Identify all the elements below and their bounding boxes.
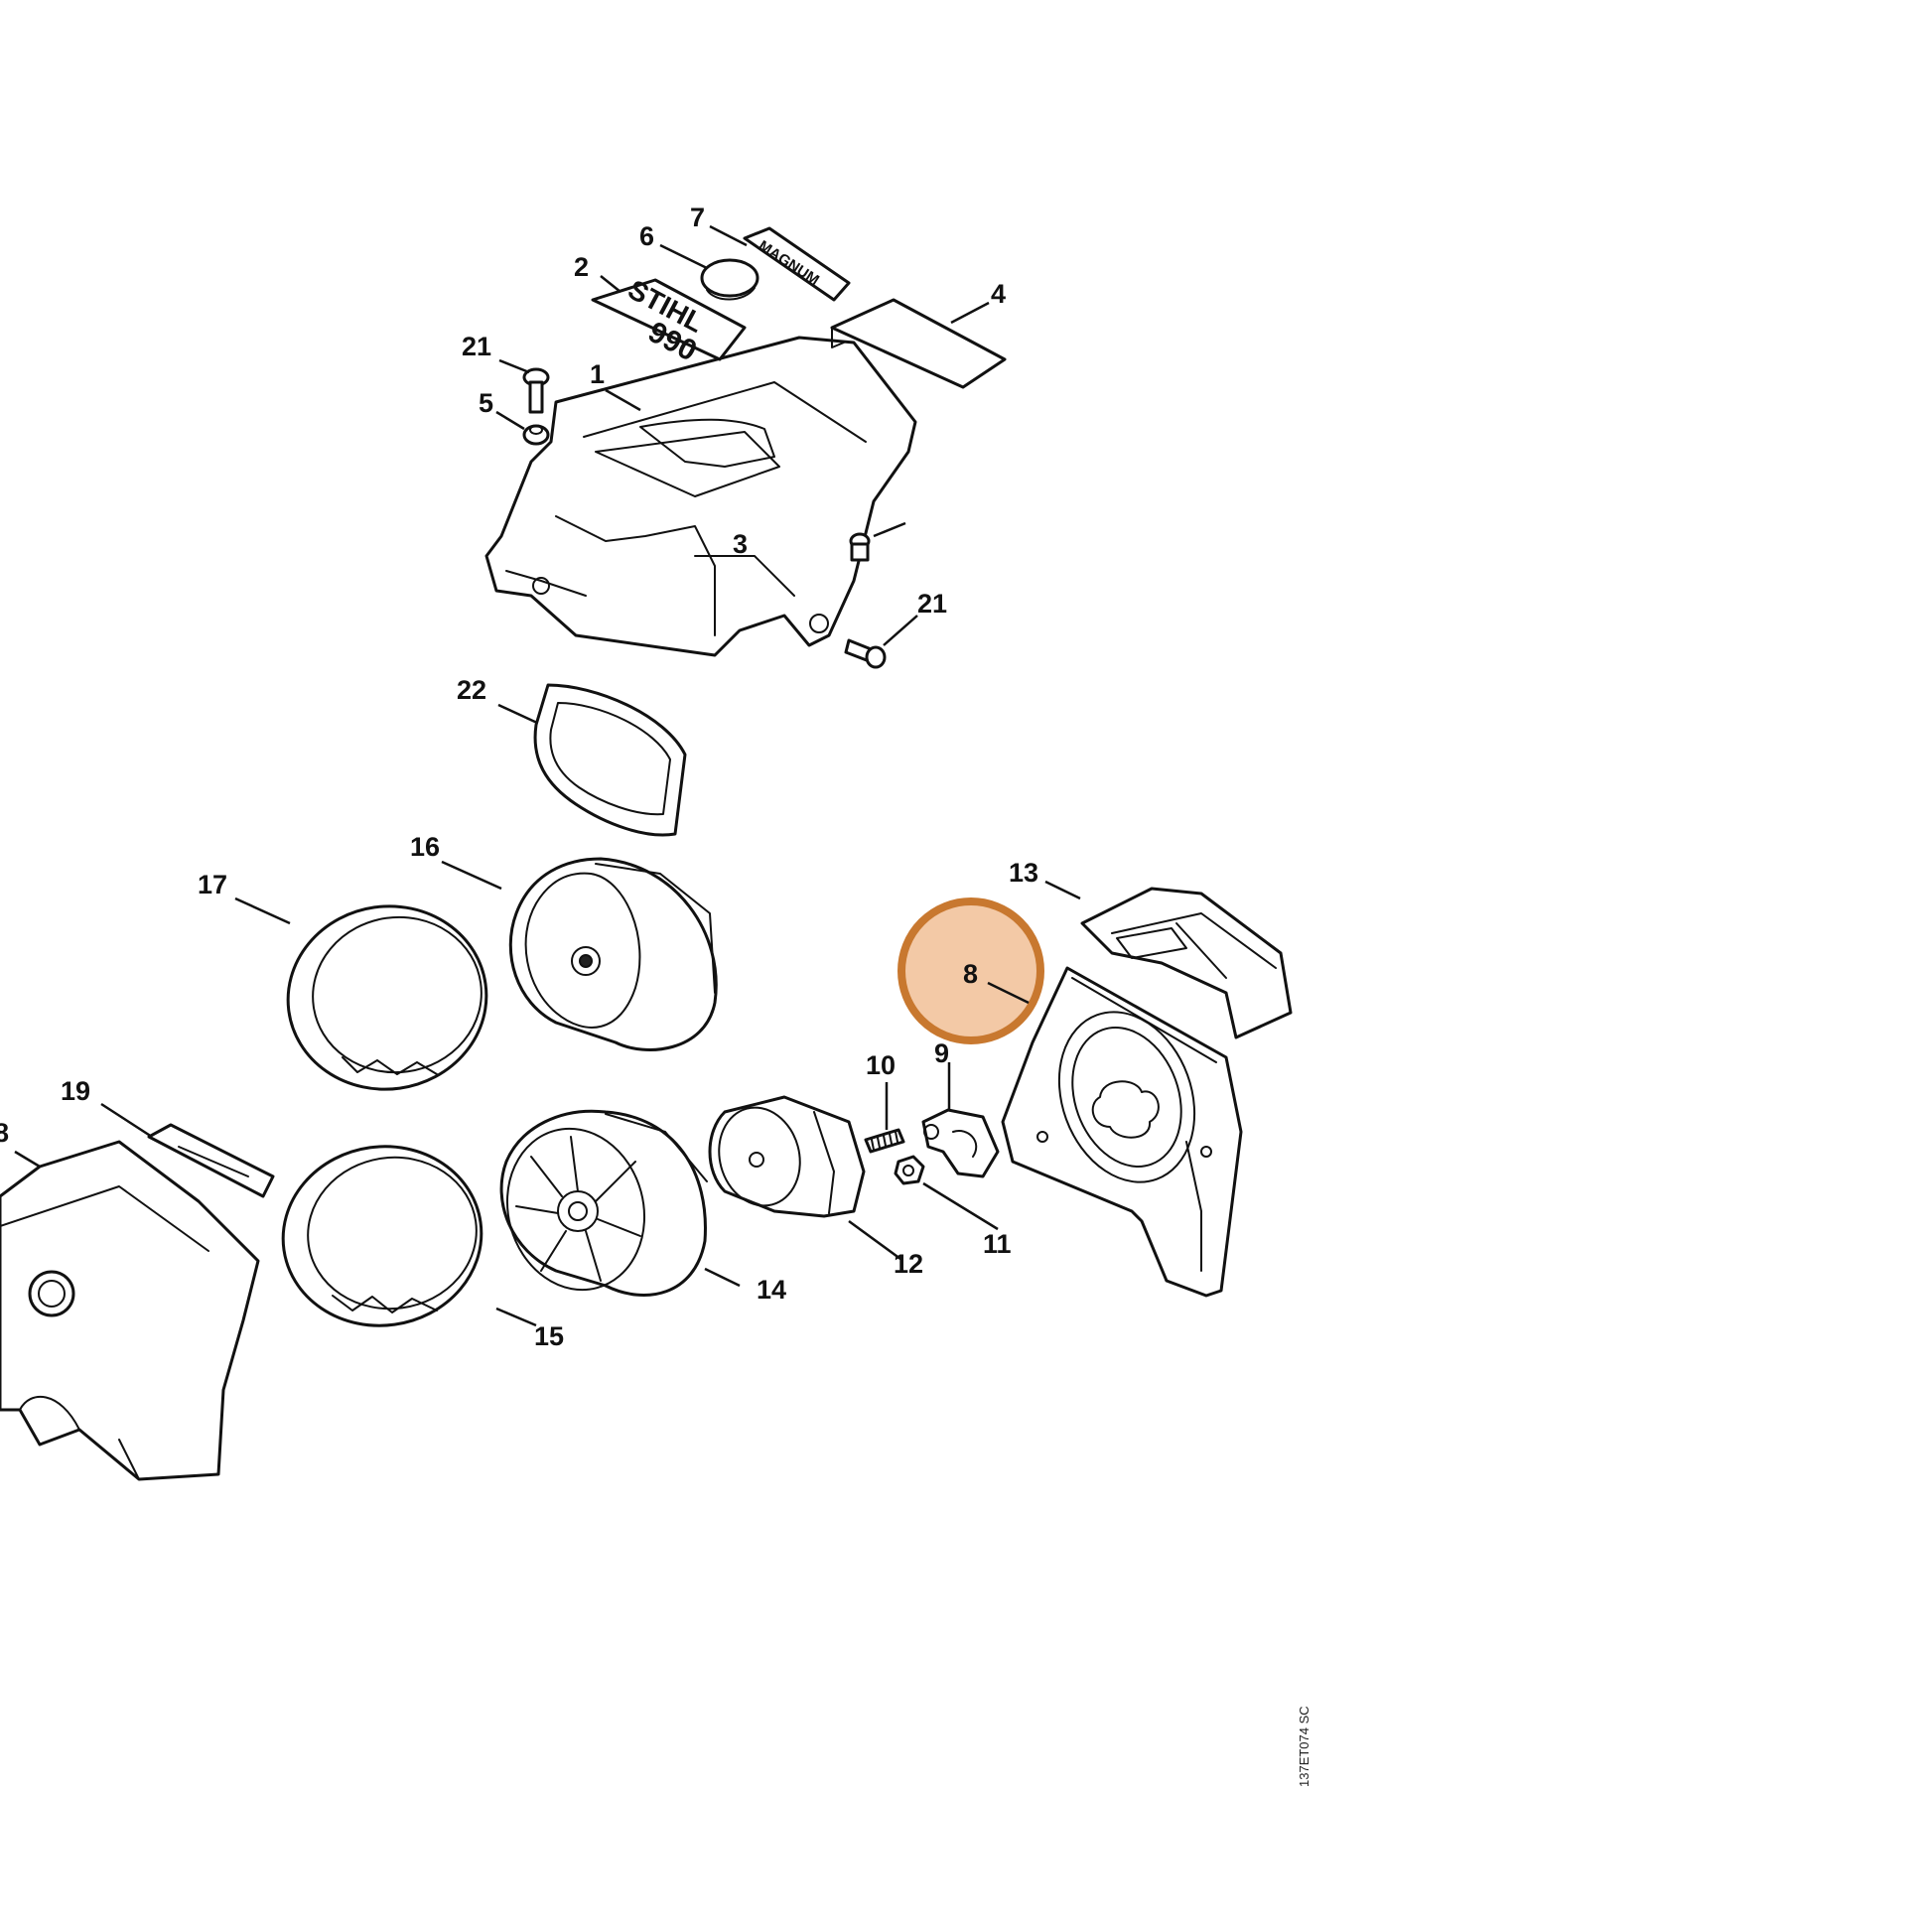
label-11[interactable]: 11 (983, 1229, 1012, 1259)
diagram-code: 137ET074 SC (1297, 1706, 1311, 1787)
label-5[interactable]: 5 (479, 388, 493, 418)
nut-part-11[interactable] (894, 1155, 925, 1185)
label-14[interactable]: 14 (757, 1275, 786, 1305)
label-8[interactable]: 8 (963, 959, 978, 989)
baseplate-part-8[interactable] (1001, 966, 1243, 1298)
filter-band-part-15[interactable] (271, 1134, 492, 1338)
label-6[interactable]: 6 (639, 221, 654, 251)
label-12[interactable]: 12 (894, 1249, 923, 1279)
label-21-lower[interactable]: 21 (917, 589, 947, 619)
label-10[interactable]: 10 (866, 1050, 896, 1080)
cap-part-6[interactable] (700, 258, 759, 301)
label-left-cover[interactable]: 8 (0, 1118, 9, 1148)
shroud-part-1[interactable] (484, 336, 917, 657)
label-9[interactable]: 9 (934, 1038, 949, 1068)
label-2[interactable]: 2 (574, 252, 589, 282)
plate-part-19[interactable] (147, 1123, 275, 1198)
label-15[interactable]: 15 (534, 1321, 564, 1351)
label-3[interactable]: 3 (733, 529, 748, 559)
label-4[interactable]: 4 (991, 279, 1006, 309)
air-filter-part-14[interactable] (489, 1109, 708, 1306)
magnum-decal-part-7[interactable]: MAGNUM (743, 226, 851, 302)
highlight-ring (897, 897, 1044, 1044)
plug-part-3[interactable] (849, 532, 871, 562)
label-16[interactable]: 16 (410, 832, 440, 862)
spring-part-10[interactable] (864, 1128, 905, 1154)
air-filter-part-16[interactable] (508, 857, 718, 1051)
label-21-top[interactable]: 21 (462, 332, 491, 361)
cover-part-left[interactable] (0, 1140, 260, 1481)
label-19[interactable]: 19 (61, 1076, 90, 1106)
plate-part-4[interactable] (830, 298, 1007, 389)
label-7[interactable]: 7 (690, 203, 705, 232)
filter-band-part-17[interactable] (276, 894, 498, 1102)
screw-part-21-lower[interactable] (844, 638, 887, 669)
label-22[interactable]: 22 (457, 675, 486, 705)
part-labels: 1 2 3 4 5 6 7 8 9 10 11 12 13 14 15 16 1… (0, 203, 1038, 1351)
bushing-part-5[interactable] (522, 424, 550, 446)
gasket-part-22[interactable] (533, 683, 687, 837)
clamp-part-9[interactable] (921, 1108, 1000, 1178)
label-13[interactable]: 13 (1009, 858, 1038, 888)
label-17[interactable]: 17 (198, 870, 227, 899)
prefilter-part-12[interactable] (708, 1095, 866, 1218)
leader-lines (14, 224, 1081, 1327)
label-1[interactable]: 1 (590, 359, 605, 389)
screw-part-21-top[interactable] (522, 367, 550, 414)
cover-part-13[interactable] (1080, 887, 1293, 1039)
